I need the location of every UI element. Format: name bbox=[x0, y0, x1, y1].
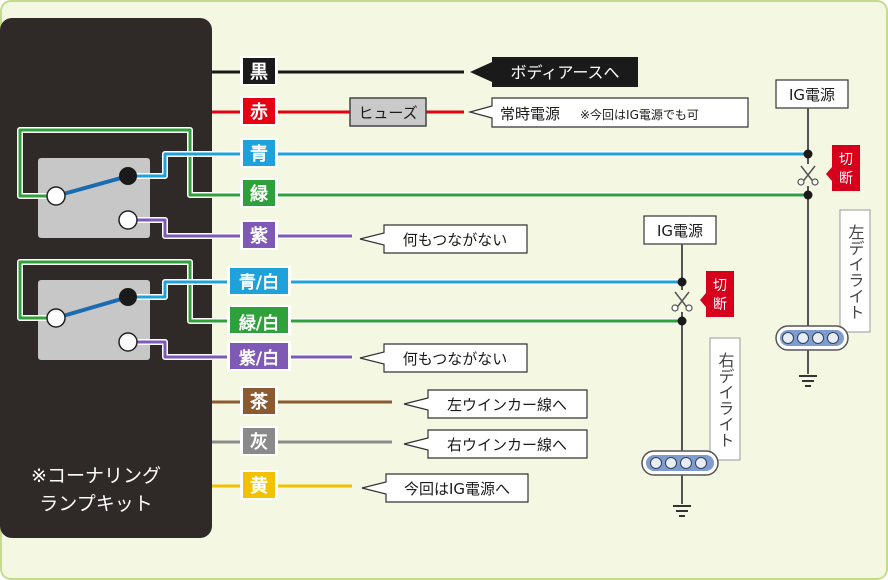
svg-text:赤: 赤 bbox=[250, 102, 268, 123]
tag-black: 黒 bbox=[240, 56, 278, 86]
kit-label-line2: ランプキット bbox=[39, 493, 152, 515]
callout-gray: 右ウインカー線へ bbox=[403, 429, 588, 459]
lamp-label-box-right bbox=[709, 337, 741, 461]
svg-text:緑: 緑 bbox=[250, 183, 269, 205]
lamp-label-box-left bbox=[839, 209, 871, 333]
svg-text:何もつながない: 何もつながない bbox=[403, 231, 507, 249]
blue-white-wire bbox=[128, 280, 682, 299]
svg-text:黒: 黒 bbox=[250, 62, 268, 83]
switch-terminal bbox=[46, 186, 66, 206]
callout-purple: 何もつながない bbox=[359, 224, 528, 254]
callout-yellow: 今回はIG電源へ bbox=[361, 473, 529, 503]
switch-terminal bbox=[119, 288, 137, 306]
callout-brown: 左ウインカー線へ bbox=[403, 389, 588, 419]
tag-purple: 紫 bbox=[240, 220, 278, 250]
svg-text:緑/白: 緑/白 bbox=[239, 313, 279, 334]
ground-icon bbox=[799, 375, 817, 387]
tag-brown: 茶 bbox=[240, 386, 278, 416]
switch-terminal bbox=[118, 210, 138, 230]
tag-green: 緑 bbox=[240, 178, 278, 208]
junction-dot bbox=[803, 190, 813, 200]
tag-purple-white: 紫/白 bbox=[227, 341, 291, 371]
svg-text:青: 青 bbox=[250, 144, 268, 165]
ground-icon bbox=[673, 505, 691, 517]
svg-text:灰: 灰 bbox=[250, 431, 268, 453]
svg-text:紫/白: 紫/白 bbox=[239, 348, 279, 369]
ig-power-label-right: IG電源 bbox=[657, 222, 703, 240]
svg-text:今回はIG電源へ: 今回はIG電源へ bbox=[404, 480, 510, 498]
svg-text:※今回はIG電源でも可: ※今回はIG電源でも可 bbox=[580, 107, 699, 122]
switch-terminal bbox=[119, 167, 137, 185]
lamp-label-right: 右デイライト bbox=[716, 352, 735, 448]
svg-text:ボディアースへ: ボディアースへ bbox=[510, 63, 619, 82]
tag-blue: 青 bbox=[240, 138, 278, 168]
ig-power-label-left: IG電源 bbox=[789, 86, 835, 104]
svg-text:切断: 切断 bbox=[839, 152, 853, 187]
switch-arm-upper bbox=[55, 174, 129, 198]
svg-text:紫: 紫 bbox=[250, 225, 268, 247]
junction-dot bbox=[677, 316, 687, 326]
switch-terminal bbox=[46, 308, 66, 328]
lamp-right bbox=[641, 450, 719, 476]
junction-dot bbox=[803, 149, 813, 159]
ig-power-box-right bbox=[643, 215, 717, 245]
callout-black: ボディアースへ bbox=[470, 57, 638, 87]
switch-terminal bbox=[118, 332, 138, 352]
callout-red: 常時電源 ※今回はIG電源でも可 bbox=[467, 97, 749, 128]
fuse: ヒューズ bbox=[349, 97, 427, 127]
scissors-icon bbox=[671, 291, 693, 312]
svg-text:黄: 黄 bbox=[250, 475, 268, 497]
green-wire bbox=[18, 128, 808, 198]
ig-power-box-left bbox=[775, 79, 849, 109]
kit-label-line1: ※コーナリング bbox=[31, 465, 161, 487]
junction-dot bbox=[677, 277, 687, 287]
svg-text:茶: 茶 bbox=[250, 391, 269, 413]
tag-yellow: 黄 bbox=[240, 470, 278, 500]
cut-badge-left: 切断 bbox=[826, 145, 860, 191]
svg-text:常時電源: 常時電源 bbox=[500, 105, 560, 123]
svg-text:切断: 切断 bbox=[713, 278, 727, 313]
blue-wire bbox=[128, 152, 808, 178]
tag-green-white: 緑/白 bbox=[227, 305, 291, 335]
switch-arm-lower bbox=[55, 295, 129, 320]
svg-text:左ウインカー線へ: 左ウインカー線へ bbox=[447, 396, 567, 414]
scissors-icon bbox=[797, 165, 819, 186]
lamp-label-left: 左デイライト bbox=[846, 224, 865, 320]
svg-text:青/白: 青/白 bbox=[239, 272, 279, 293]
svg-text:ヒューズ: ヒューズ bbox=[358, 104, 417, 122]
tag-blue-white: 青/白 bbox=[227, 266, 291, 296]
tag-red: 赤 bbox=[240, 96, 278, 126]
svg-text:右ウインカー線へ: 右ウインカー線へ bbox=[447, 436, 567, 454]
lamp-left bbox=[775, 325, 849, 351]
cut-badge-right: 切断 bbox=[700, 271, 734, 317]
tag-gray: 灰 bbox=[240, 426, 278, 456]
svg-text:何もつながない: 何もつながない bbox=[403, 350, 507, 368]
lamp-kit-body bbox=[0, 18, 212, 538]
callout-purple-white: 何もつながない bbox=[359, 343, 528, 373]
